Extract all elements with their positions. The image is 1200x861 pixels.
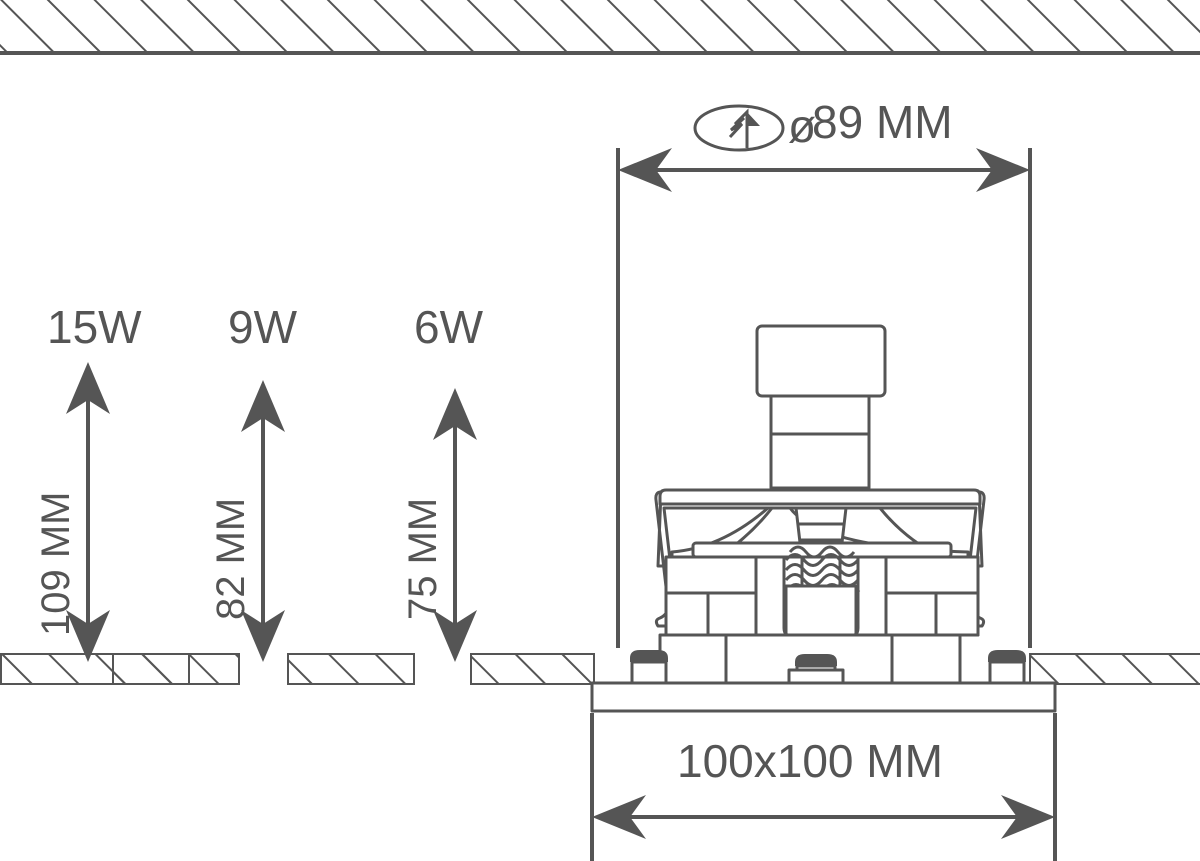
depth-dimension-9w	[241, 380, 285, 662]
power-label-6w: 6W	[414, 301, 483, 353]
depth-label-9w: 82 MM	[209, 497, 253, 620]
depth-dimension-6w	[433, 388, 477, 662]
driver-box	[755, 324, 887, 490]
trim-flange	[590, 681, 1057, 713]
cutout-diameter-value: 89 MM	[812, 96, 953, 148]
ceiling-hatch-lower	[0, 653, 1200, 685]
power-label-9w: 9W	[228, 301, 297, 353]
frame-size-dimension	[590, 713, 1057, 861]
depth-dimension-15w	[66, 362, 110, 662]
ceiling-hatch-upper	[0, 0, 1200, 55]
cutout-diameter-symbol: ø	[788, 100, 817, 152]
hole-saw-icon	[693, 104, 785, 152]
luminaire-assembly	[590, 324, 1057, 713]
cutout-diameter-dimension	[616, 148, 1032, 648]
frame-size-value: 100x100 MM	[677, 735, 943, 787]
depth-label-6w: 75 MM	[401, 497, 445, 620]
depth-label-15w: 109 MM	[34, 491, 78, 637]
power-label-15w: 15W	[47, 301, 142, 353]
